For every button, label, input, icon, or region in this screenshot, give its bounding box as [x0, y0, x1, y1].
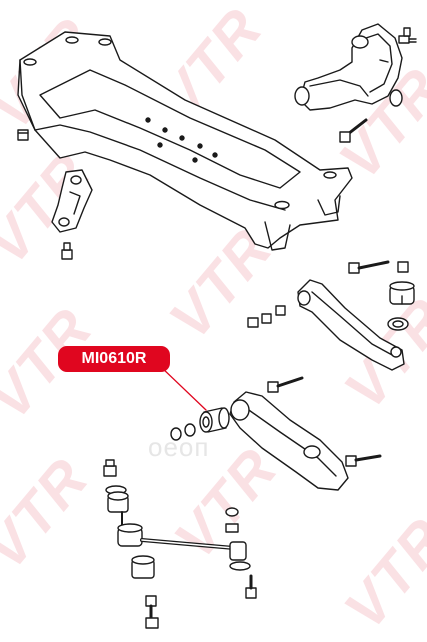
nut-icon: [61, 242, 73, 260]
bolt-icon: [345, 454, 382, 467]
part-number-callout: MI0610R: [58, 346, 170, 372]
bolt-icon: [267, 376, 304, 393]
nut-icon: [17, 129, 29, 141]
trailing-bracket-icon: [51, 169, 93, 233]
nut-icon: [170, 423, 196, 441]
callout-leader-line: [159, 365, 207, 411]
washer-icon: [387, 317, 409, 331]
bolt-icon: [398, 27, 417, 44]
lower-control-arm-icon: [229, 391, 349, 491]
nut-icon: [247, 305, 286, 328]
nut-icon: [397, 261, 409, 273]
lateral-arm-icon: [297, 279, 405, 371]
bushing-icon: [199, 407, 230, 433]
bolt-icon: [339, 118, 368, 143]
bolt-icon: [348, 260, 390, 274]
stabilizer-link-icon: [103, 459, 257, 629]
bushing-icon: [389, 281, 415, 305]
upper-control-arm-icon: [294, 23, 403, 111]
subframe-icon: [17, 31, 353, 251]
